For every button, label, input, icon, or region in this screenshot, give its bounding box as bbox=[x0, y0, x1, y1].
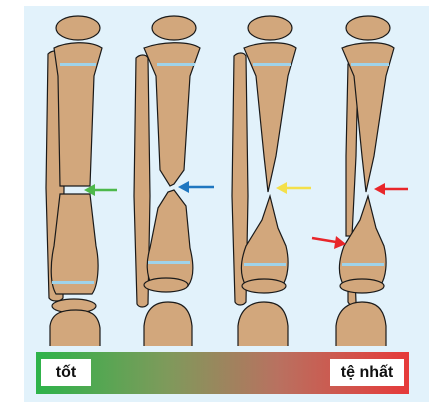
growth-plate-bottom-1 bbox=[52, 281, 94, 284]
top-epiphysis-2 bbox=[152, 16, 196, 40]
tibia-lower-2 bbox=[147, 190, 193, 286]
bones-illustration bbox=[24, 6, 429, 346]
arrow-4-icon bbox=[374, 183, 408, 195]
ankle-bone-2 bbox=[144, 278, 188, 292]
ankle-bone-3 bbox=[242, 279, 286, 293]
foot-bone-4 bbox=[336, 302, 386, 346]
growth-plate-bottom-4 bbox=[342, 263, 384, 266]
growth-plate-bottom-3 bbox=[244, 263, 286, 266]
arrow-5-icon bbox=[312, 236, 346, 249]
arrow-3-icon bbox=[276, 182, 311, 194]
growth-plate-bottom-2 bbox=[148, 261, 190, 264]
foot-bone-1 bbox=[50, 310, 100, 346]
tibia-lower-3 bbox=[242, 196, 289, 286]
arrow-2-icon bbox=[178, 181, 214, 193]
best-label: tốt bbox=[41, 359, 91, 386]
bone-pair-3 bbox=[232, 16, 296, 346]
growth-plate-top-1 bbox=[60, 63, 96, 66]
tibia-lower-1 bbox=[51, 194, 98, 294]
bone-pair-1 bbox=[46, 16, 102, 346]
severity-scale: tốt tệ nhất bbox=[36, 352, 409, 394]
growth-plate-top-3 bbox=[253, 63, 291, 66]
foot-bone-2 bbox=[144, 302, 192, 346]
growth-plate-top-2 bbox=[157, 63, 195, 66]
bone-pair-2 bbox=[134, 16, 200, 346]
bone-pair-4 bbox=[336, 16, 394, 346]
ankle-bone-4 bbox=[340, 279, 384, 293]
growth-plate-top-4 bbox=[351, 63, 389, 66]
worst-label: tệ nhất bbox=[330, 359, 404, 386]
top-epiphysis-4 bbox=[346, 16, 390, 40]
top-epiphysis-3 bbox=[248, 16, 292, 40]
top-epiphysis-1 bbox=[56, 16, 100, 40]
foot-bone-3 bbox=[238, 302, 288, 346]
